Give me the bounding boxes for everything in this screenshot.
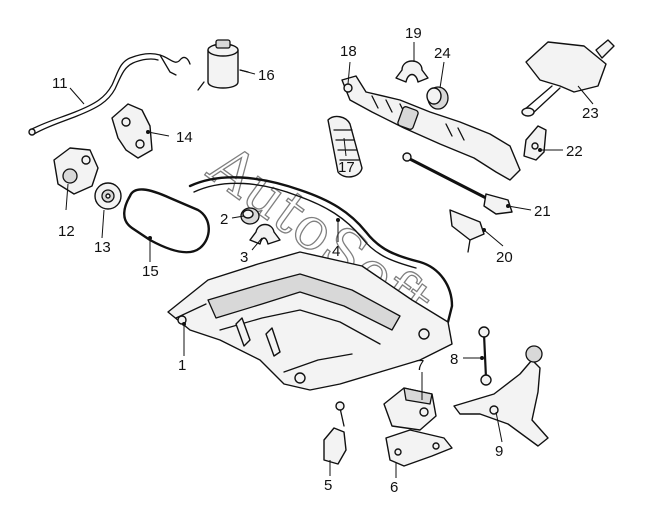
callout-11: 11 <box>52 75 68 92</box>
callout-13: 13 <box>94 239 111 256</box>
callout-21: 21 <box>534 203 551 220</box>
callout-20: 20 <box>496 249 513 266</box>
callout-18: 18 <box>340 43 357 60</box>
part-12-pump <box>53 147 99 195</box>
part-23-steering-gear <box>521 39 615 117</box>
part-9-control-arm <box>453 345 549 447</box>
part-7-engine-mount <box>383 387 437 431</box>
part-16-reservoir <box>197 39 249 91</box>
part-5-bracket <box>323 401 347 465</box>
callout-23: 23 <box>582 105 599 122</box>
callout-5: 5 <box>324 477 332 494</box>
part-20-tie-rod-end <box>449 209 485 253</box>
callout-7: 7 <box>416 357 424 374</box>
callout-labels: 1 2 3 4 5 6 7 8 9 11 12 13 14 15 16 17 1… <box>52 25 599 496</box>
part-6-mount-bracket <box>385 429 453 467</box>
callout-4: 4 <box>332 243 340 260</box>
part-3-clamp <box>249 223 281 245</box>
part-18-steering-rack <box>341 75 521 181</box>
callout-24: 24 <box>434 45 451 62</box>
callout-1: 1 <box>178 357 186 374</box>
part-22-bracket <box>523 125 547 161</box>
callout-3: 3 <box>240 249 248 266</box>
part-21-tie-rod <box>402 152 513 215</box>
callout-9: 9 <box>495 443 503 460</box>
callout-15: 15 <box>142 263 159 280</box>
part-19-clamp <box>395 60 429 83</box>
part-15-belt <box>123 188 210 254</box>
part-11-steering-hose <box>28 52 191 136</box>
callout-8: 8 <box>450 351 458 368</box>
part-13-pulley <box>94 182 122 210</box>
part-1-subframe <box>167 251 453 391</box>
callout-6: 6 <box>390 479 398 496</box>
callout-12: 12 <box>58 223 75 240</box>
part-14-bracket <box>111 103 153 159</box>
leader-lines <box>65 42 594 478</box>
callout-2: 2 <box>220 211 228 228</box>
part-2-bushing <box>240 207 260 225</box>
callout-14: 14 <box>176 129 193 146</box>
part-4-stabilizer-bar <box>188 176 454 324</box>
callout-17: 17 <box>338 159 355 176</box>
callout-16: 16 <box>258 67 275 84</box>
part-24-bushing <box>426 86 449 110</box>
part-8-stabilizer-link <box>478 326 492 386</box>
callout-22: 22 <box>566 143 583 160</box>
callout-19: 19 <box>405 25 422 42</box>
